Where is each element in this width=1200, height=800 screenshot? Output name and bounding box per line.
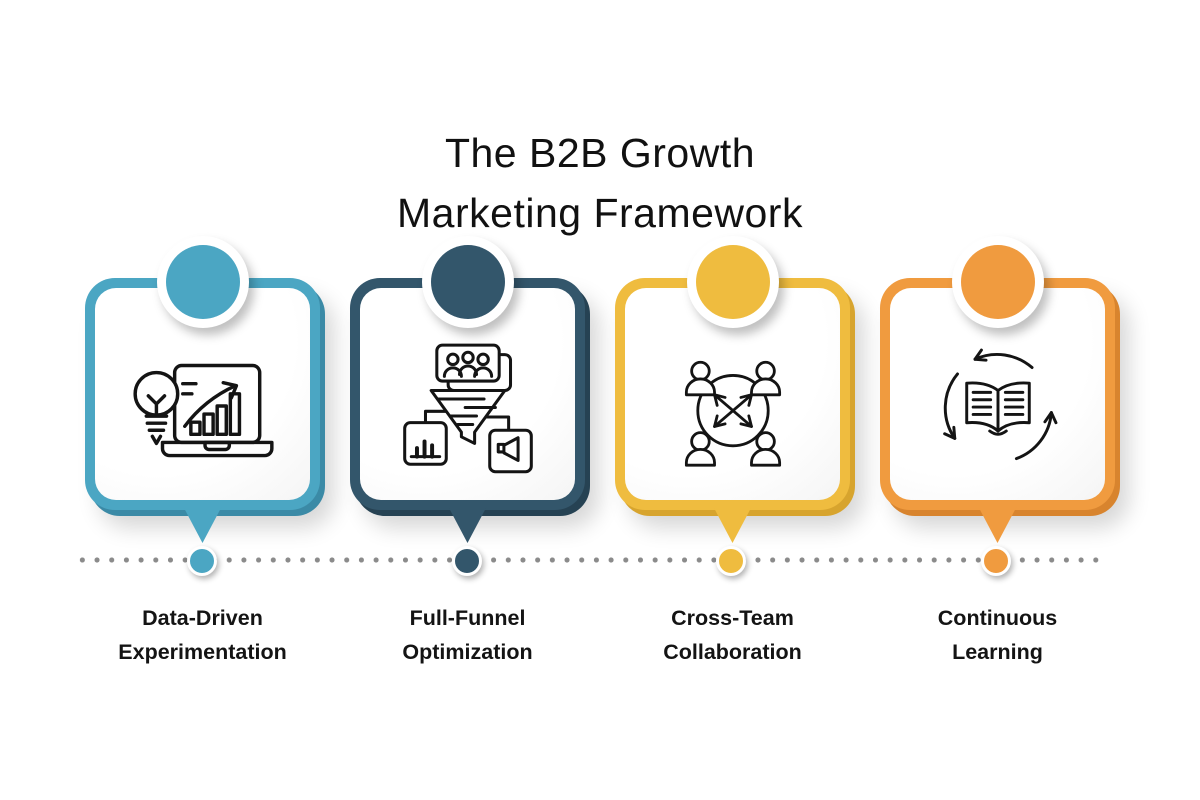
step-circle-fill — [695, 245, 770, 319]
label-line: Learning — [952, 640, 1043, 664]
label-data-driven-experimentation: Data-Driven Experimentation — [85, 601, 320, 669]
step-circle-fill — [960, 245, 1035, 319]
step-labels-row: Data-Driven Experimentation Full-Funnel … — [85, 601, 1115, 669]
card-pointer — [978, 507, 1017, 543]
team-network-icon — [667, 342, 799, 474]
label-line: Experimentation — [118, 640, 287, 664]
label-line: Data-Driven — [142, 606, 263, 630]
label-line: Cross-Team — [671, 606, 794, 630]
lightbulb-laptop-chart-icon — [122, 351, 284, 465]
page-title: The B2B Growth Marketing Framework — [0, 123, 1200, 243]
card-pointer — [713, 507, 752, 543]
step-circle — [951, 236, 1044, 328]
step-circle — [156, 236, 249, 328]
card-full-funnel-optimization — [350, 236, 585, 543]
label-cross-team-collaboration: Cross-Team Collaboration — [615, 601, 850, 669]
card-cross-team-collaboration — [615, 236, 850, 543]
timeline-dot-2 — [452, 546, 482, 576]
label-line: Continuous — [937, 606, 1058, 630]
step-circle-fill — [430, 245, 505, 319]
book-refresh-icon — [929, 339, 1067, 477]
timeline-dot-1 — [187, 546, 217, 576]
label-line: Full-Funnel — [409, 606, 526, 630]
label-continuous-learning: Continuous Learning — [880, 601, 1115, 669]
card-continuous-learning — [880, 236, 1115, 543]
timeline-dot-3 — [716, 546, 746, 576]
label-full-funnel-optimization: Full-Funnel Optimization — [350, 601, 585, 669]
title-line-2: Marketing Framework — [397, 190, 803, 237]
step-circle — [421, 236, 514, 328]
framework-cards-row — [85, 236, 1115, 543]
card-pointer — [183, 507, 222, 543]
timeline-dot-4 — [981, 546, 1011, 576]
lead-funnel-icon — [397, 339, 539, 476]
timeline-dotted-line — [75, 557, 1105, 563]
step-circle — [686, 236, 779, 328]
step-circle-fill — [165, 245, 240, 319]
title-line-1: The B2B Growth — [444, 130, 756, 177]
label-line: Collaboration — [663, 640, 802, 664]
card-data-driven-experimentation — [85, 236, 320, 543]
label-line: Optimization — [402, 640, 533, 664]
card-pointer — [448, 507, 487, 543]
